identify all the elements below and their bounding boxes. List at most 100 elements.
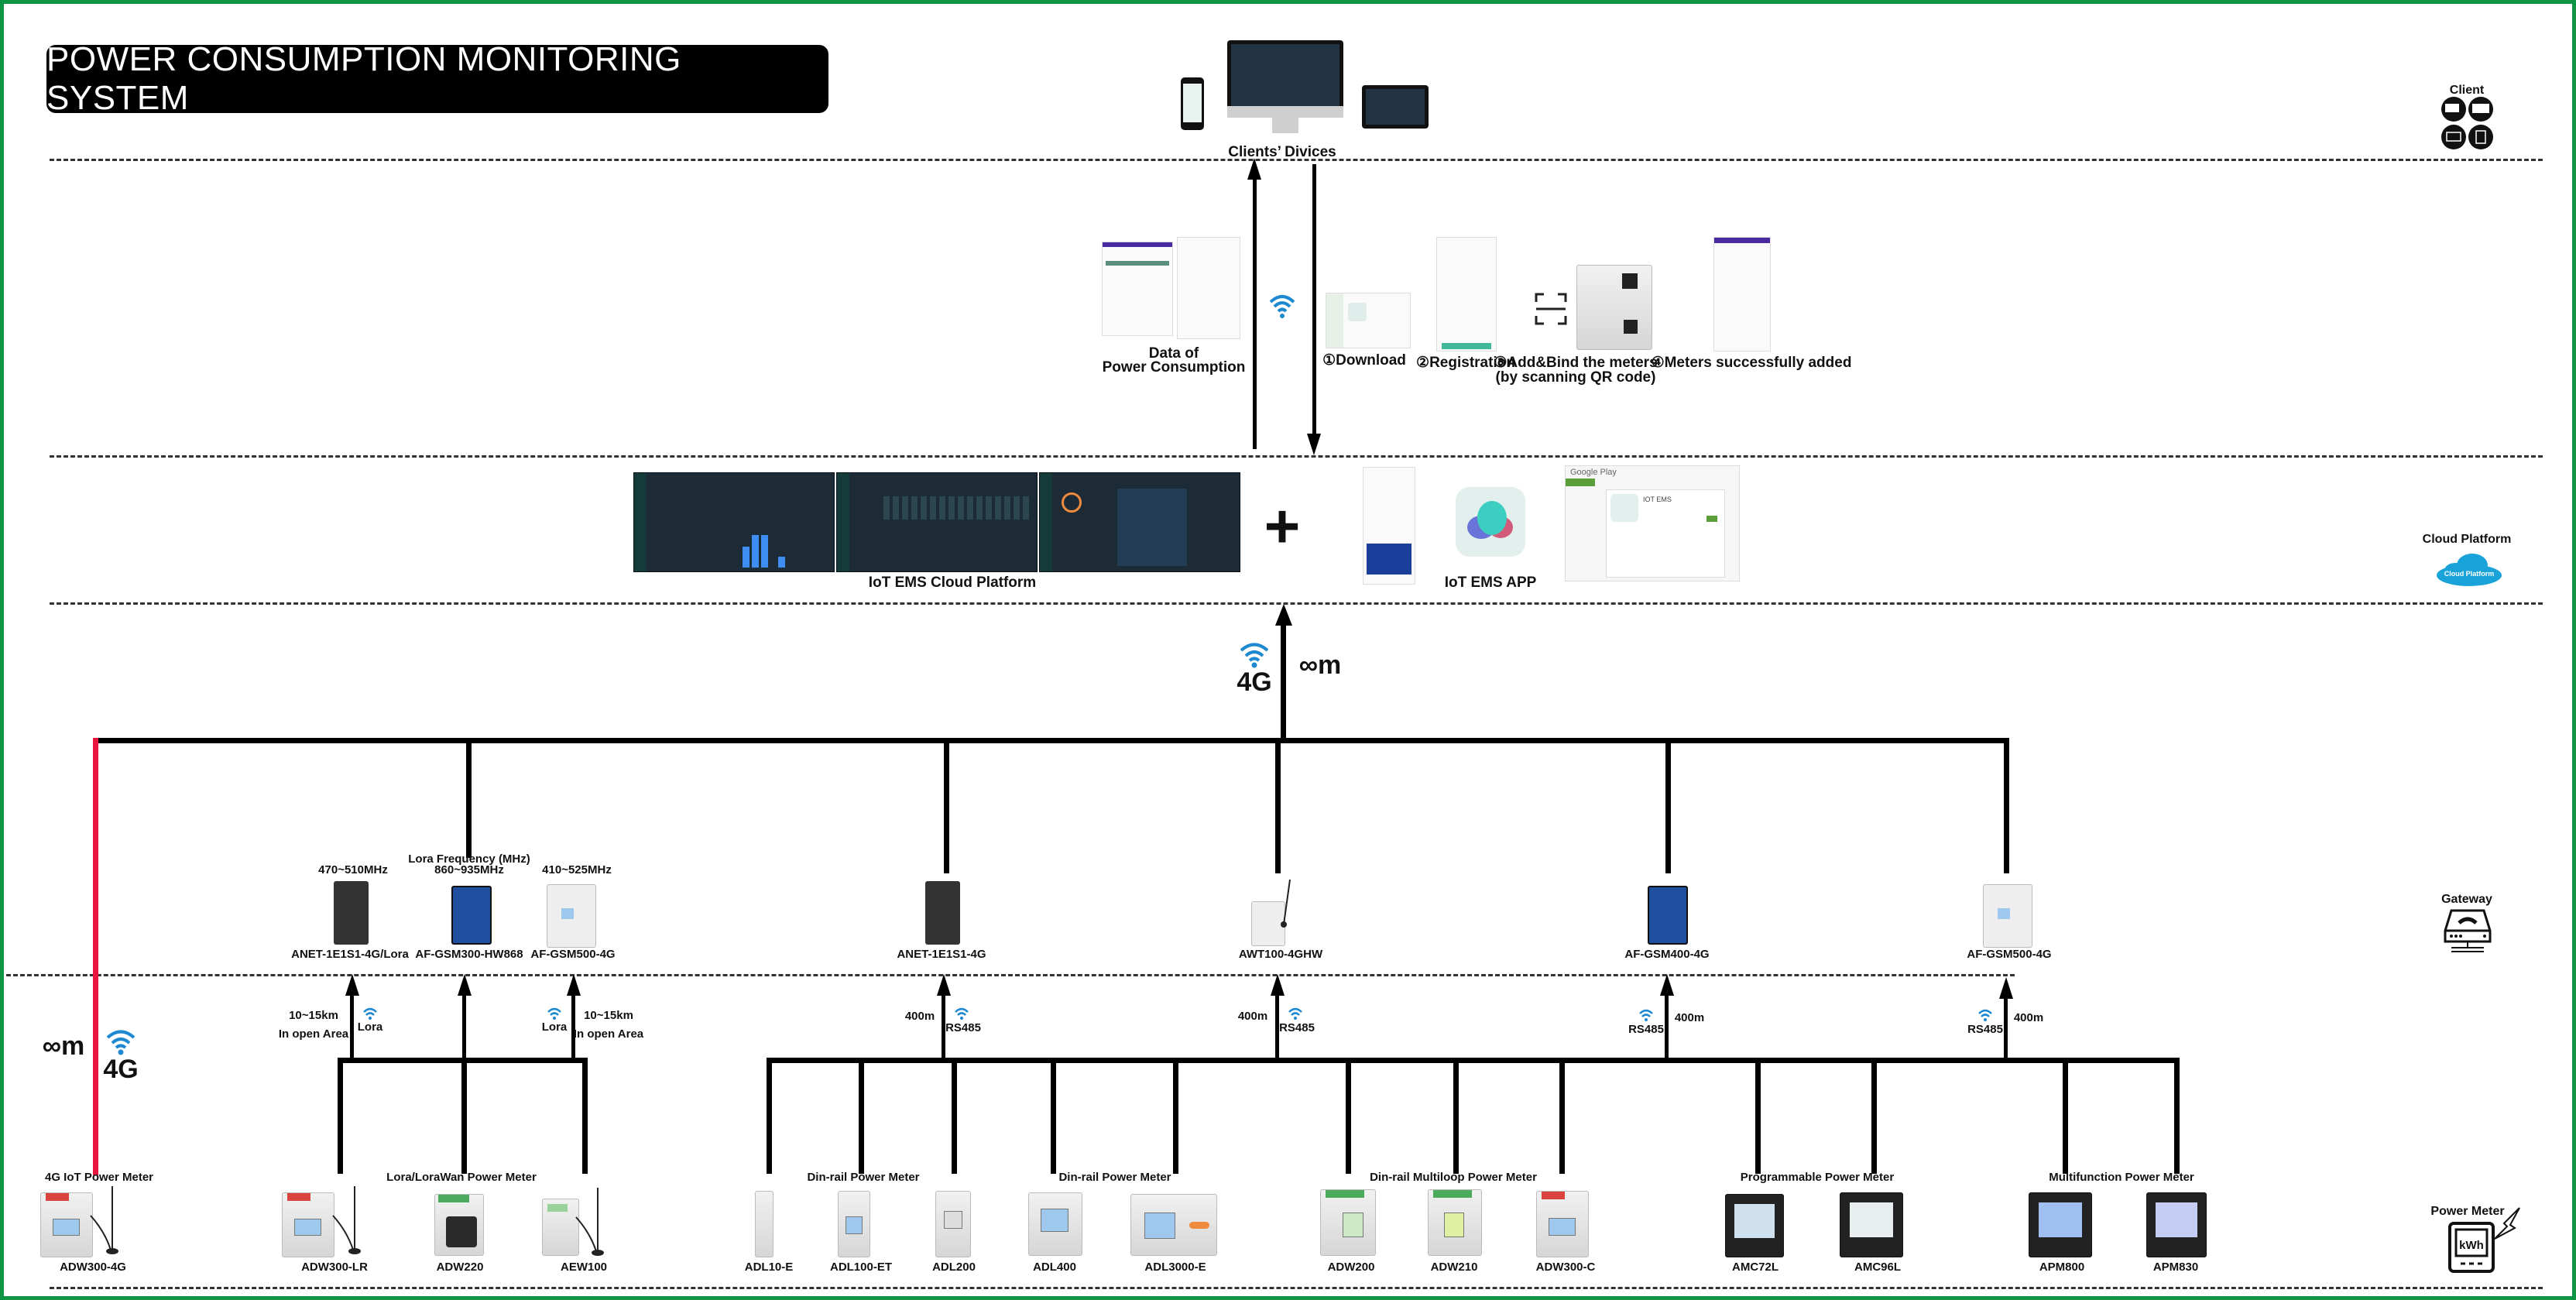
meter-image [282,1192,334,1257]
meter-name: AMC72L [1731,1261,1779,1274]
direct-tech-label: 4G [103,1055,139,1084]
rs485-distance: 400m [904,1010,935,1023]
uplink-tech-label: 4G [1237,667,1272,697]
meter-image [1130,1194,1217,1256]
wifi-icon [1240,643,1269,668]
meter-group-title: Multifunction Power Meter [2049,1171,2194,1184]
meter-drop [2174,1058,2180,1174]
gateway-freq-title: Lora Frequency (MHz) [408,852,530,866]
cloud-map-screenshot [1039,472,1240,572]
lora-proto-right: Lora [541,1020,568,1034]
tablet-image [1362,85,1429,129]
meter-drop [1051,1058,1056,1174]
arrow-up-icon [1275,604,1292,626]
wifi-icon [955,1007,969,1020]
meter-name: ADW300-4G [60,1261,126,1274]
antenna-icon [575,1188,604,1256]
rs485-meter-bus [767,1058,2179,1063]
layer-divider-cloud [50,602,2543,605]
lora-area-left: In open Area [278,1027,349,1041]
rs485-uplink-2 [1275,983,1279,1061]
gateway-drop-lora [466,738,472,858]
monitor-image [1227,40,1343,118]
rs485-uplink-4 [2004,987,2008,1061]
store-title: Google Play [1570,468,1617,477]
meter-image [434,1194,484,1256]
meter-group-title: Din-rail Power Meter [1058,1171,1171,1184]
meter-image [1536,1191,1589,1257]
gateway-name: ANET-1E1S1-4G [897,948,986,961]
meter-image [1725,1194,1784,1257]
meter-name: ADL10-E [744,1261,794,1274]
layer-label-cloud: Cloud Platform [2422,533,2512,546]
layer-label-client: Client [2449,84,2485,97]
lora-area-right: In open Area [573,1027,644,1041]
clients-devices-illustration [1181,40,1429,145]
gateway-name: ANET-1E1S1-4G/Lora [291,948,409,961]
meter-name: AEW100 [560,1261,608,1274]
gateway-image [1251,901,1285,946]
layer-divider-client [50,159,2543,161]
gateway-icon [2444,909,2492,952]
arrow-up-icon [937,974,951,996]
arrow-up-icon [1999,977,2013,999]
meter-name: ADW300-C [1535,1261,1596,1274]
wifi-icon [547,1007,561,1020]
step-bind-label: ③Add&Bind the meters [1494,355,1658,371]
gateway-freq-label: 410~525MHz [542,863,612,876]
gateway-name: AF-GSM400-4G [1624,948,1710,961]
wifi-icon [1639,1009,1653,1021]
data-label-line2: Power Consumption [1102,359,1246,376]
meter-name: ADW220 [436,1261,484,1274]
meter-name: ADL400 [1033,1261,1076,1274]
meter-name: ADW300-LR [301,1261,368,1274]
gateway-image [925,881,960,945]
layer-divider-gateway [6,974,2015,976]
data-label-line1: Data of [1148,345,1199,362]
antenna-icon [1281,879,1291,928]
gateway-name: AWT100-4GHW [1238,948,1323,961]
arrow-up-icon [1660,974,1674,996]
iot-ems-app-icon [1456,487,1525,557]
meter-drop [582,1058,588,1174]
plus-sign: + [1264,492,1301,561]
gateway-name: AF-GSM500-4G [1967,948,2052,961]
power-meter-icon [2448,1207,2520,1273]
meter-name: ADW210 [1430,1261,1478,1274]
step-bind-sublabel: (by scanning QR code) [1495,369,1656,386]
meter-name: APM800 [2039,1261,2085,1274]
gateway-image [1983,884,2032,948]
layer-label-gateway: Gateway [2441,893,2492,906]
meter-group-title: Lora/LoraWan Power Meter [386,1171,537,1184]
gateway-drop-anet [944,738,949,873]
step-registration-label: ②Registration [1416,355,1515,371]
monitor-stand [1272,118,1298,133]
client-devices-icon [2441,97,2493,149]
meter-qr-image [1576,265,1652,350]
meter-image [1028,1192,1082,1256]
meter-image [838,1191,870,1257]
meter-drop [859,1058,864,1174]
meter-group-title: Programmable Power Meter [1740,1171,1895,1184]
download-screenshot [1326,293,1411,348]
gateway-name: AF-GSM300-HW868 [415,948,523,961]
wifi-icon [1978,1009,1992,1021]
meter-image [755,1191,773,1257]
meter-drop [1173,1058,1178,1174]
meter-drop [1755,1058,1761,1174]
lora-distance-right: 10~15km [584,1009,633,1022]
rs485-distance: 400m [1674,1011,1705,1024]
rs485-proto: RS485 [1279,1021,1315,1034]
google-play-screenshot: Google Play IOT EMS [1565,465,1740,581]
layer-divider-meter [50,1287,2543,1289]
cloud-icon-text: Cloud Platform [2444,570,2495,578]
arrow-up-icon [345,974,359,996]
meter-name: ADW200 [1327,1261,1375,1274]
gateway-image [547,884,596,948]
layer-divider-app [50,455,2543,458]
meter-drop [1346,1058,1351,1174]
meter-name: AMC96L [1854,1261,1902,1274]
arrow-up-icon [1247,158,1261,180]
uplink-distance-label: ∞m [1298,650,1342,680]
